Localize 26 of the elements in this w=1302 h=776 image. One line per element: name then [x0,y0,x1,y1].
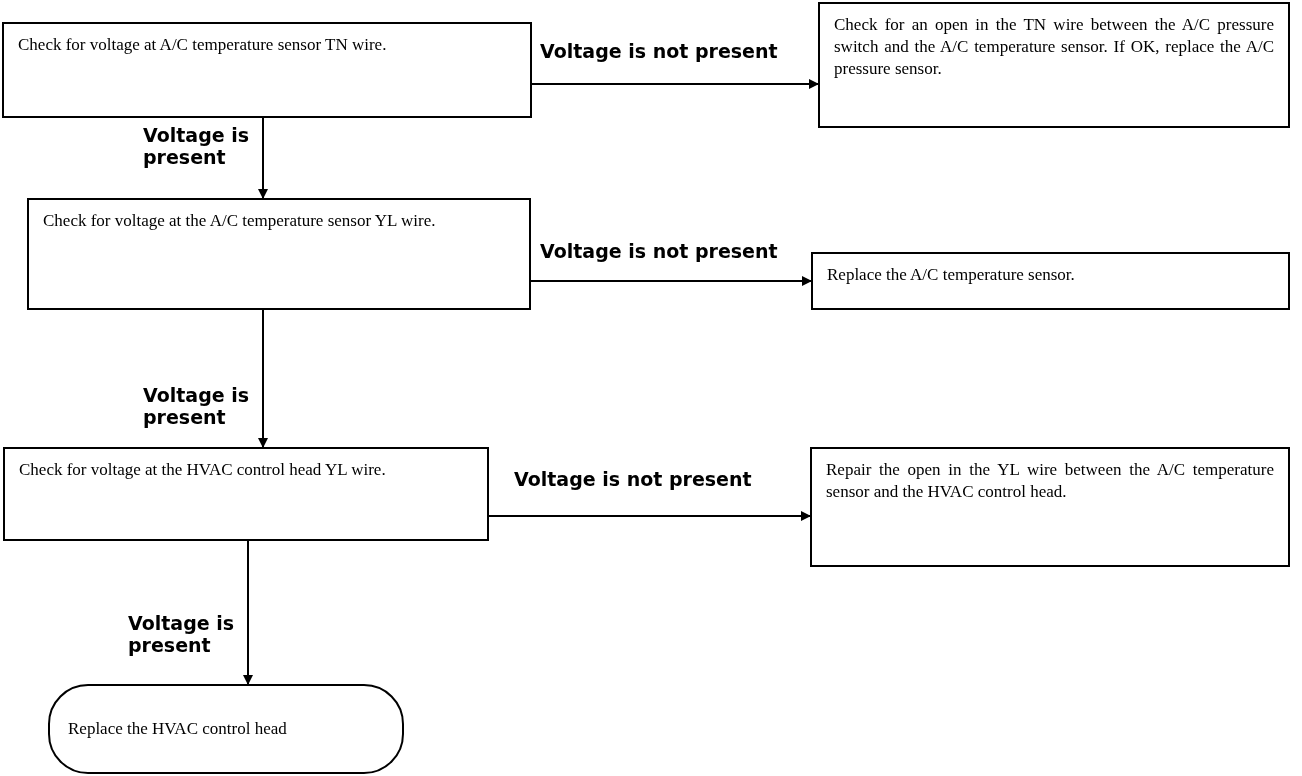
arrow [488,511,811,521]
step-text: Check for voltage at A/C temperature sensor TN wire. [18,34,388,56]
edge-label: Voltage is not present [540,240,778,262]
process-box [27,198,531,310]
process-box [810,447,1290,567]
step-text: Check for an open in the TN wire between the A/C pressure switch and the A/C temperature sensor. If OK, replace the A/C pressure sensor. [834,14,1274,80]
edge-label: Voltage is not present [540,40,778,62]
arrow [243,540,253,685]
arrow [530,276,812,286]
process-box [2,22,532,118]
step-text: Replace the HVAC control head [68,718,287,740]
process-box [3,447,489,541]
edge-label: Voltage is present [143,384,251,428]
arrow [531,79,819,89]
step-text: Repair the open in the YL wire between the A/C temperature sensor and the HVAC control head. [826,459,1274,503]
terminal-shape [48,684,404,774]
edge-label: Voltage is present [143,124,251,168]
step-text: Check for voltage at the HVAC control head YL wire. [19,459,387,481]
edge-label: Voltage is not present [514,468,752,490]
process-box [818,2,1290,128]
step-text: Replace the A/C temperature sensor. [827,264,1076,286]
step-text: Check for voltage at the A/C temperature sensor YL wire. [43,210,437,232]
arrow [258,117,268,199]
process-box [811,252,1290,310]
arrow [258,309,268,448]
edge-label: Voltage is present [128,612,236,656]
